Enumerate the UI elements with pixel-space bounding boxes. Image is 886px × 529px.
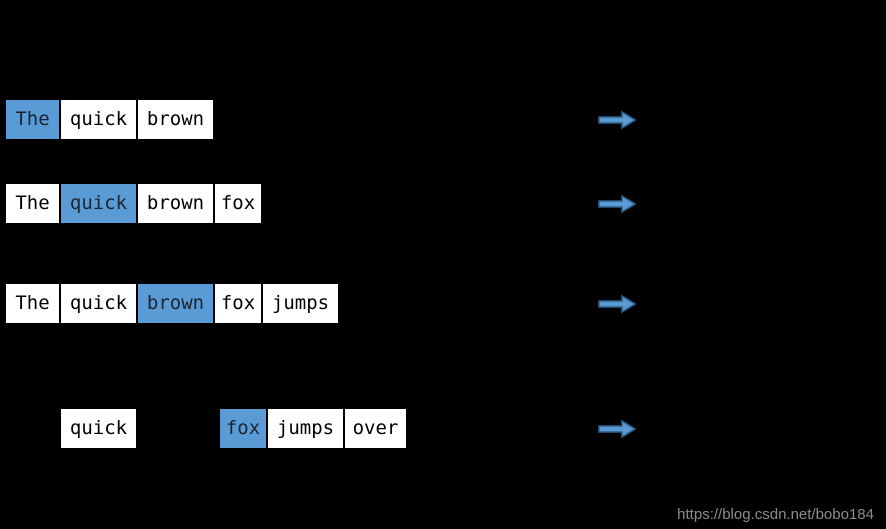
token-box[interactable]: quick [60,283,137,324]
right-arrow-icon [598,194,636,214]
token-box[interactable]: The [5,283,60,324]
token-box-highlighted[interactable]: fox [219,408,267,449]
token-box[interactable]: fox [214,283,262,324]
right-arrow-icon [598,110,636,130]
token-box-highlighted[interactable]: quick [60,183,137,224]
token-box[interactable]: quick [60,99,137,140]
right-arrow-icon [598,419,636,439]
token-box-highlighted[interactable]: brown [137,283,214,324]
token-box[interactable]: quick [60,408,137,449]
watermark-url: https://blog.csdn.net/bobo184 [677,506,874,523]
token-box[interactable]: jumps [262,283,339,324]
token-box-highlighted[interactable]: The [5,99,60,140]
token-box[interactable]: brown [137,183,214,224]
token-box[interactable]: over [344,408,407,449]
token-box[interactable]: jumps [267,408,344,449]
token-box[interactable]: fox [214,183,262,224]
token-box[interactable]: The [5,183,60,224]
token-box[interactable]: brown [137,99,214,140]
token-gap [137,408,219,449]
right-arrow-icon [598,294,636,314]
